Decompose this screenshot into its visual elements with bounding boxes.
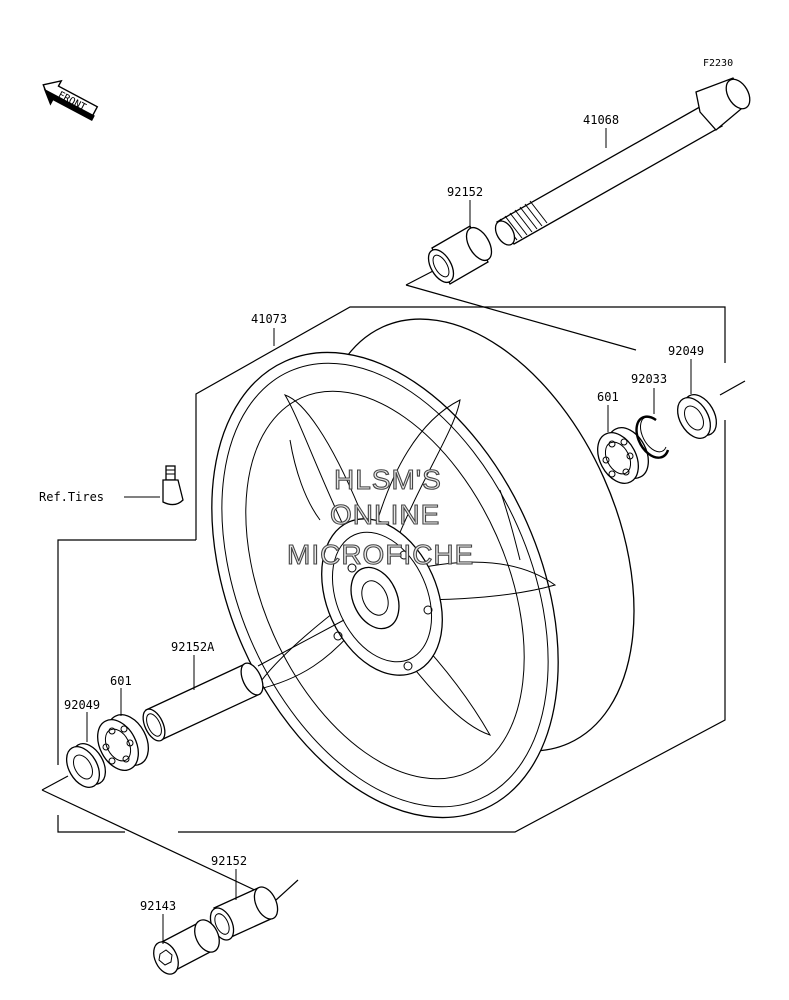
label-bearing-right: 601	[597, 390, 619, 404]
circlip-part	[635, 415, 670, 459]
label-wheel: 41073	[251, 312, 287, 326]
bearing-left-part	[97, 714, 149, 771]
figure-code: F2230	[703, 58, 733, 69]
label-ref-tires: Ref.Tires	[39, 490, 104, 504]
label-spacer: 92152A	[171, 640, 215, 654]
label-circlip: 92033	[631, 372, 667, 386]
watermark-line-2: ONLINE	[330, 499, 440, 530]
collar-upper-part	[427, 225, 493, 285]
front-arrow-icon: FRONT	[42, 79, 99, 121]
axle-part	[494, 77, 751, 246]
wheel-spokes	[253, 394, 557, 736]
seal-left-part	[65, 743, 107, 788]
watermark: HLSM'S ONLINE MICROFICHE	[286, 463, 474, 570]
label-bearing-left: 601	[110, 674, 132, 688]
label-seal-left: 92049	[64, 698, 100, 712]
watermark-line-3: MICROFICHE	[287, 539, 474, 570]
label-axle-nut: 92143	[140, 899, 176, 913]
bearing-left-balls	[102, 725, 134, 765]
tire-valve-part	[162, 465, 184, 506]
label-axle: 41068	[583, 113, 619, 127]
bearing-right-balls	[602, 438, 634, 478]
watermark-line-1: HLSM'S	[334, 464, 442, 495]
label-collar-upper: 92152	[447, 185, 483, 199]
spacer-axis-line	[257, 619, 345, 667]
spacer-part	[142, 662, 264, 742]
label-collar-lower: 92152	[211, 854, 247, 868]
label-seal-right: 92049	[668, 344, 704, 358]
axle-nut-part	[153, 919, 220, 975]
wheel-part	[211, 318, 635, 819]
seal-right-part	[676, 394, 718, 439]
